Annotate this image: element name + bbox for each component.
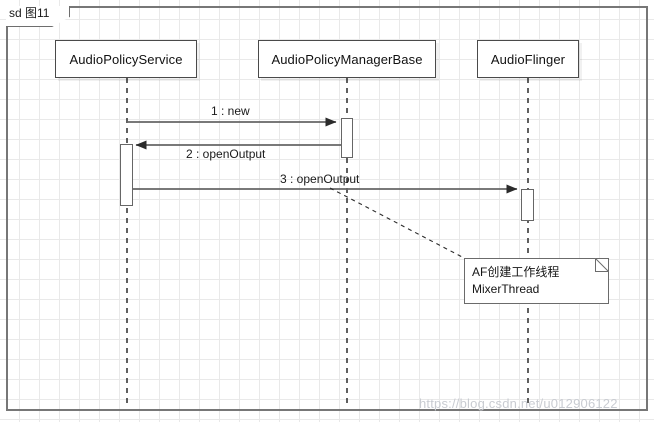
note-line-1: AF创建工作线程 — [472, 265, 560, 279]
activation-bar-audio-policy-manager-base[interactable] — [341, 118, 353, 158]
lifeline-head-audio-flinger[interactable]: AudioFlinger — [477, 40, 579, 78]
message-label-2: 2 : openOutput — [186, 147, 266, 161]
activation-bar-audio-policy-service[interactable] — [120, 144, 133, 206]
lifeline-label-audio-policy-service: AudioPolicyService — [69, 51, 183, 67]
note-line-2: MixerThread — [472, 282, 540, 296]
message-label-3: 3 : openOutput — [280, 172, 360, 186]
note-anchor-line — [329, 187, 467, 260]
note-fold-edge-icon — [595, 258, 609, 272]
interaction-frame-border — [6, 6, 648, 411]
activation-bar-audio-flinger[interactable] — [521, 189, 534, 221]
lifeline-label-audio-policy-manager-base: AudioPolicyManagerBase — [271, 51, 423, 67]
frame-tab-label: sd 图11 — [9, 6, 50, 20]
lifeline-dashes — [126, 78, 529, 404]
message-label-1: 1 : new — [211, 104, 250, 118]
lifeline-label-audio-flinger: AudioFlinger — [490, 51, 566, 67]
frame-tab — [6, 6, 70, 27]
note-box[interactable]: AF创建工作线程 MixerThread — [464, 258, 609, 304]
lifeline-head-audio-policy-service[interactable]: AudioPolicyService — [55, 40, 197, 78]
lifeline-head-audio-policy-manager-base[interactable]: AudioPolicyManagerBase — [258, 40, 436, 78]
